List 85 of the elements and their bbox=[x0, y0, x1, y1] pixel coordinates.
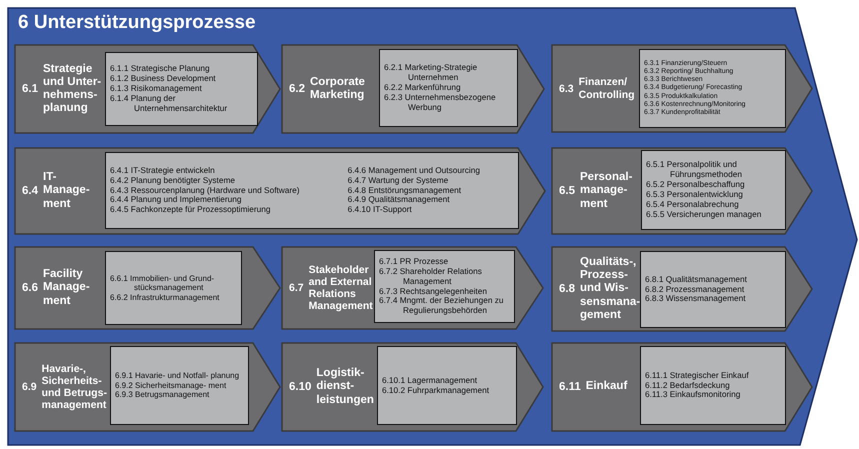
section-number: 6.11 bbox=[559, 381, 581, 393]
list-item: 6.11.2 Bedarfsdeckung bbox=[645, 380, 731, 390]
list-item: 6.7.1 PR Prozesse bbox=[379, 256, 450, 267]
section-number: 6.1 bbox=[22, 83, 38, 95]
section-heading: Qualitäts-, Prozess- und Wis- sensmana- gement bbox=[580, 256, 642, 322]
list-item: 6.6.2 Infrastrukturmanagement bbox=[110, 292, 220, 302]
subprocess-box bbox=[105, 52, 258, 126]
list-item: 6.1.3 Risikomanagement bbox=[110, 84, 203, 94]
list-item: 6.4.3 Ressourcenplanung (Hardware und Software) bbox=[110, 186, 301, 196]
list-item: 6.8.2 Prozessmanagement bbox=[645, 284, 744, 294]
subprocess-box bbox=[105, 152, 519, 229]
list-item: 6.1.2 Business Development bbox=[110, 74, 217, 84]
section-title: 6 Unterstützungsprozesse bbox=[18, 12, 256, 34]
process-card bbox=[552, 247, 812, 331]
process-card bbox=[282, 45, 544, 133]
section-heading: Havarie-, Sicherheits- und Betrugs- management bbox=[42, 362, 108, 412]
list-item: 6.11.1 Strategischer Einkauf bbox=[645, 370, 750, 381]
list-item: 6.4.4 Planung und Implementierung bbox=[110, 195, 242, 206]
list-item: 6.7.4 Mngmt. der Beziehungen zu Regulierungsbehörden bbox=[379, 296, 505, 316]
subprocess-box bbox=[639, 49, 786, 128]
list-item: 6.9.2 Sicherheitsmanage- ment bbox=[115, 380, 228, 390]
process-card bbox=[282, 343, 543, 431]
section-heading: Logistik- dienst- leistungen bbox=[316, 367, 375, 407]
section-number: 6.6 bbox=[22, 282, 38, 294]
list-item: 6.5.1 Personalpolitik und Führungsmethoden bbox=[646, 160, 743, 180]
list-item: 6.4.2 Planung benötigter Systeme bbox=[110, 176, 236, 186]
list-item: 6.4.7 Wartung der Systeme bbox=[348, 176, 448, 186]
process-card bbox=[15, 247, 280, 329]
subprocess-box bbox=[640, 251, 786, 328]
section-number: 6.5 bbox=[559, 185, 575, 197]
list-item: 6.8.3 Wissensmanagement bbox=[645, 294, 747, 304]
list-item: 6.2.2 Markenführung bbox=[384, 83, 462, 93]
subprocess-box bbox=[105, 251, 242, 325]
list-item: 6.9.1 Havarie- und Notfall- planung bbox=[115, 371, 240, 381]
subprocess-box bbox=[374, 250, 515, 323]
process-card bbox=[15, 148, 545, 234]
list-item: 6.5.2 Personalbeschaffung bbox=[646, 180, 746, 190]
list-item: 6.7.2 Shareholder Relations Management bbox=[379, 266, 483, 286]
section-heading: Corporate Marketing bbox=[310, 76, 366, 102]
section-number: 6.10 bbox=[289, 381, 312, 393]
section-number: 6.9 bbox=[22, 381, 37, 393]
list-item: 6.8.1 Qualitätsmanagement bbox=[645, 274, 748, 285]
section-heading: Facility Manage- ment bbox=[43, 268, 91, 308]
section-number: 6.2 bbox=[289, 83, 305, 95]
subprocess-box bbox=[640, 346, 786, 425]
list-item: 6.4.8 Entstörungsmanagement bbox=[348, 186, 462, 196]
section-heading: Finanzen/ Controlling bbox=[578, 76, 636, 101]
list-item: 6.9.3 Betrugsmanagement bbox=[115, 390, 210, 400]
process-card bbox=[15, 343, 280, 431]
process-card bbox=[15, 45, 280, 133]
list-item: 6.6.1 Immobilien- und Grund- stücksmanagement bbox=[110, 274, 216, 293]
list-item: 6.5.3 Personalentwicklung bbox=[646, 190, 744, 200]
section-heading: Strategie und Unter- nehmens- planung bbox=[43, 62, 102, 116]
list-item: 6.11.3 Einkaufsmonitoring bbox=[645, 390, 742, 400]
subprocess-box bbox=[379, 49, 518, 127]
list-item: 6.1.4 Planung der Unternehmensarchitektur bbox=[110, 94, 228, 114]
list-item: 6.5.4 Personalabrechung bbox=[646, 200, 739, 210]
value-chain-arrow bbox=[8, 8, 857, 445]
process-card bbox=[552, 148, 812, 234]
subprocess-box bbox=[110, 346, 249, 425]
list-item: 6.7.3 Rechtsangelegenheiten bbox=[379, 286, 488, 296]
subprocess-box bbox=[377, 346, 517, 425]
list-item: 6.10.1 Lagermanagement bbox=[382, 376, 478, 386]
list-item: 6.4.10 IT-Support bbox=[348, 205, 413, 216]
list-item: 6.4.5 Fachkonzepte für Prozessoptimierung bbox=[110, 205, 272, 216]
list-item: 6.2.3 Unternehmensbezogene Werbung bbox=[384, 92, 497, 113]
section-heading: Stakeholder and External Relations Management bbox=[308, 264, 374, 312]
list-item: 6.1.1 Strategische Planung bbox=[110, 64, 211, 74]
list-item: 6.10.2 Fuhrparkmanagement bbox=[382, 386, 490, 396]
list-item: 6.4.1 IT-Strategie entwickeln bbox=[110, 166, 216, 176]
list-item: 6.4.6 Management und Outsourcing bbox=[348, 166, 481, 176]
section-heading: Einkauf bbox=[586, 380, 628, 394]
list-item: 6.2.1 Marketing-Strategie Unternehmen bbox=[384, 63, 478, 84]
subprocess-box bbox=[641, 150, 786, 230]
section-number: 6.4 bbox=[22, 185, 38, 197]
list-item: 6.5.5 Versicherungen managen bbox=[646, 210, 762, 220]
process-card bbox=[552, 343, 812, 431]
process-card bbox=[282, 247, 543, 329]
section-number: 6.7 bbox=[289, 282, 304, 294]
section-number: 6.3 bbox=[559, 82, 574, 94]
process-card bbox=[552, 45, 812, 132]
list-item: 6.4.9 Qualitätsmanagement bbox=[348, 195, 450, 206]
section-heading: IT- Manage- ment bbox=[43, 171, 91, 211]
section-number: 6.8 bbox=[559, 283, 575, 295]
section-heading: Personal- manage- ment bbox=[580, 171, 634, 211]
